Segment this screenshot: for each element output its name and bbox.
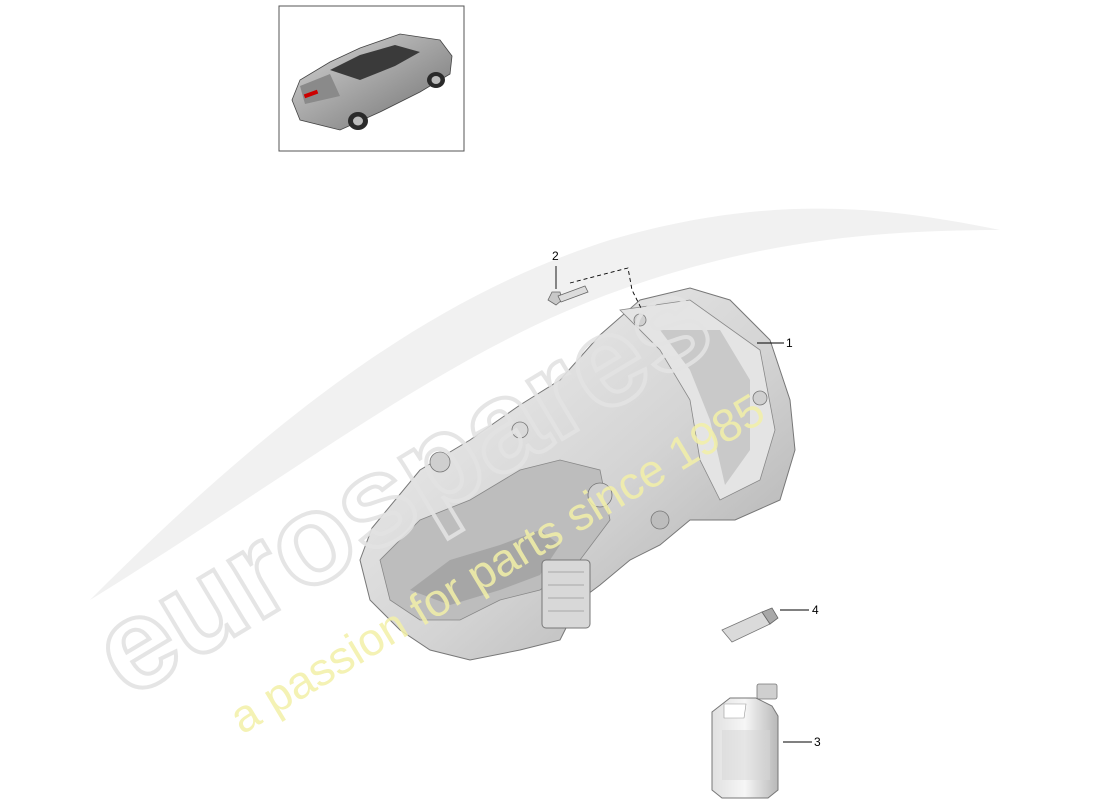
oil-canister-illustration[interactable]: [711, 683, 779, 799]
grease-tube-illustration[interactable]: [721, 607, 779, 643]
callout-1[interactable]: 1: [786, 336, 793, 350]
callout-2[interactable]: 2: [552, 249, 559, 263]
leader-lines: [555, 266, 812, 743]
callout-4[interactable]: 4: [812, 603, 819, 617]
car-roadster-icon: [291, 33, 453, 131]
gearbox-illustration[interactable]: [359, 287, 796, 661]
bolt-illustration[interactable]: [547, 285, 589, 306]
vehicle-thumbnail[interactable]: [278, 5, 465, 152]
watermark-swoosh: [90, 208, 1000, 601]
leader-2-dashed: [569, 267, 643, 311]
callout-3[interactable]: 3: [814, 735, 821, 749]
